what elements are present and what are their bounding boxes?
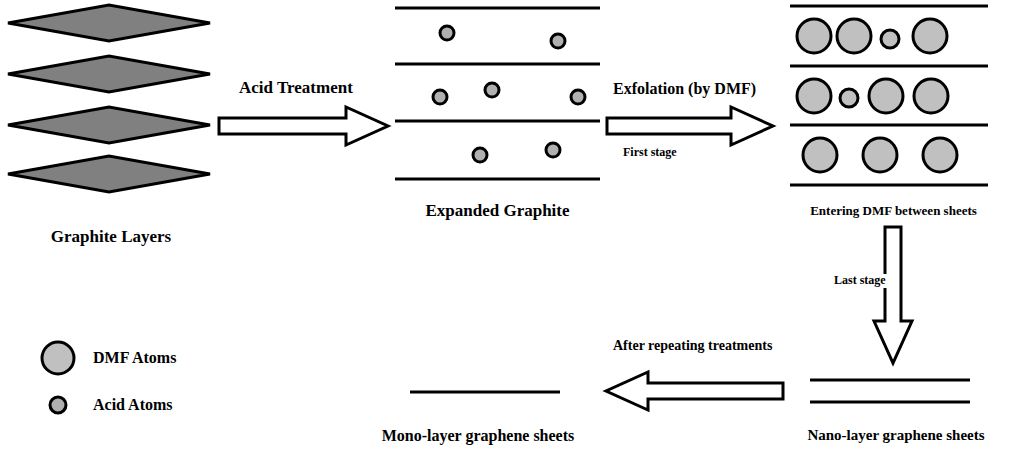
step-label: Acid Treatment	[238, 78, 354, 98]
graphite-layer	[8, 107, 210, 143]
block-arrow	[219, 107, 388, 145]
block-arrow	[874, 227, 912, 363]
stage-group: Nano-layer graphene sheets	[785, 365, 1007, 450]
acid-atoms	[433, 26, 585, 162]
stage-caption: Mono-layer graphene sheets	[352, 427, 604, 445]
graphite-layer	[8, 5, 210, 41]
dmf-atom	[869, 79, 903, 113]
graphene-sheet	[395, 7, 600, 10]
graphene-sheet	[395, 120, 600, 123]
dmf-atom	[803, 138, 837, 172]
graphene-sheet	[395, 178, 600, 181]
stage-group: Mono-layer graphene sheets	[352, 380, 604, 450]
acid-atom	[551, 34, 565, 48]
acid-atom	[440, 26, 454, 40]
acid-atom	[840, 89, 858, 107]
block-arrow	[606, 372, 783, 410]
stage-caption: Graphite Layers	[5, 227, 217, 247]
graphene-sheet	[810, 379, 970, 382]
step-label: Last stage	[833, 274, 887, 288]
step-label: Exfolation (by DMF)	[612, 80, 757, 98]
graphene-sheet	[790, 5, 988, 8]
dmf-atom	[914, 79, 948, 113]
dmf-atoms	[797, 19, 957, 172]
legend-label: DMF Atoms	[92, 349, 177, 367]
acid-atom	[546, 143, 560, 157]
acid-atom	[473, 148, 487, 162]
graphene-sheet	[395, 63, 600, 66]
stage-caption: Entering DMF between sheets	[775, 204, 1012, 219]
graphene-sheet	[410, 391, 560, 394]
legend-swatch	[50, 397, 66, 413]
dmf-atom	[863, 138, 897, 172]
expanded-sheets	[395, 8, 600, 179]
stage-caption: Expanded Graphite	[390, 201, 605, 221]
graphene-sheet	[790, 65, 988, 68]
graphene-sheet	[790, 184, 988, 187]
dmf-atom	[797, 19, 831, 53]
dmf-sheets	[790, 6, 988, 185]
step-label: After repeating treatments	[612, 338, 773, 354]
dmf-atom	[923, 138, 957, 172]
stage-caption: Nano-layer graphene sheets	[785, 427, 1007, 444]
block-arrow	[607, 107, 773, 145]
stage-group: Graphite Layers	[5, 5, 217, 257]
graphite-layer	[8, 156, 210, 192]
dmf-atom	[913, 19, 947, 53]
acid-atom	[433, 90, 447, 104]
graphene-sheet	[790, 124, 988, 127]
stage-note: First stage	[622, 146, 678, 160]
acid-atom	[485, 83, 499, 97]
dmf-atom	[797, 79, 831, 113]
legend-swatch	[42, 342, 74, 374]
acid-atom	[881, 30, 899, 48]
legend-label: Acid Atoms	[92, 396, 174, 414]
dmf-atom	[837, 19, 871, 53]
graphite-layer	[8, 56, 210, 92]
graphite-layers	[8, 5, 210, 192]
graphene-sheet	[810, 401, 970, 404]
acid-atom	[571, 90, 585, 104]
stage-group: Expanded Graphite	[390, 5, 605, 227]
stage-group: Entering DMF between sheets	[775, 0, 1012, 225]
